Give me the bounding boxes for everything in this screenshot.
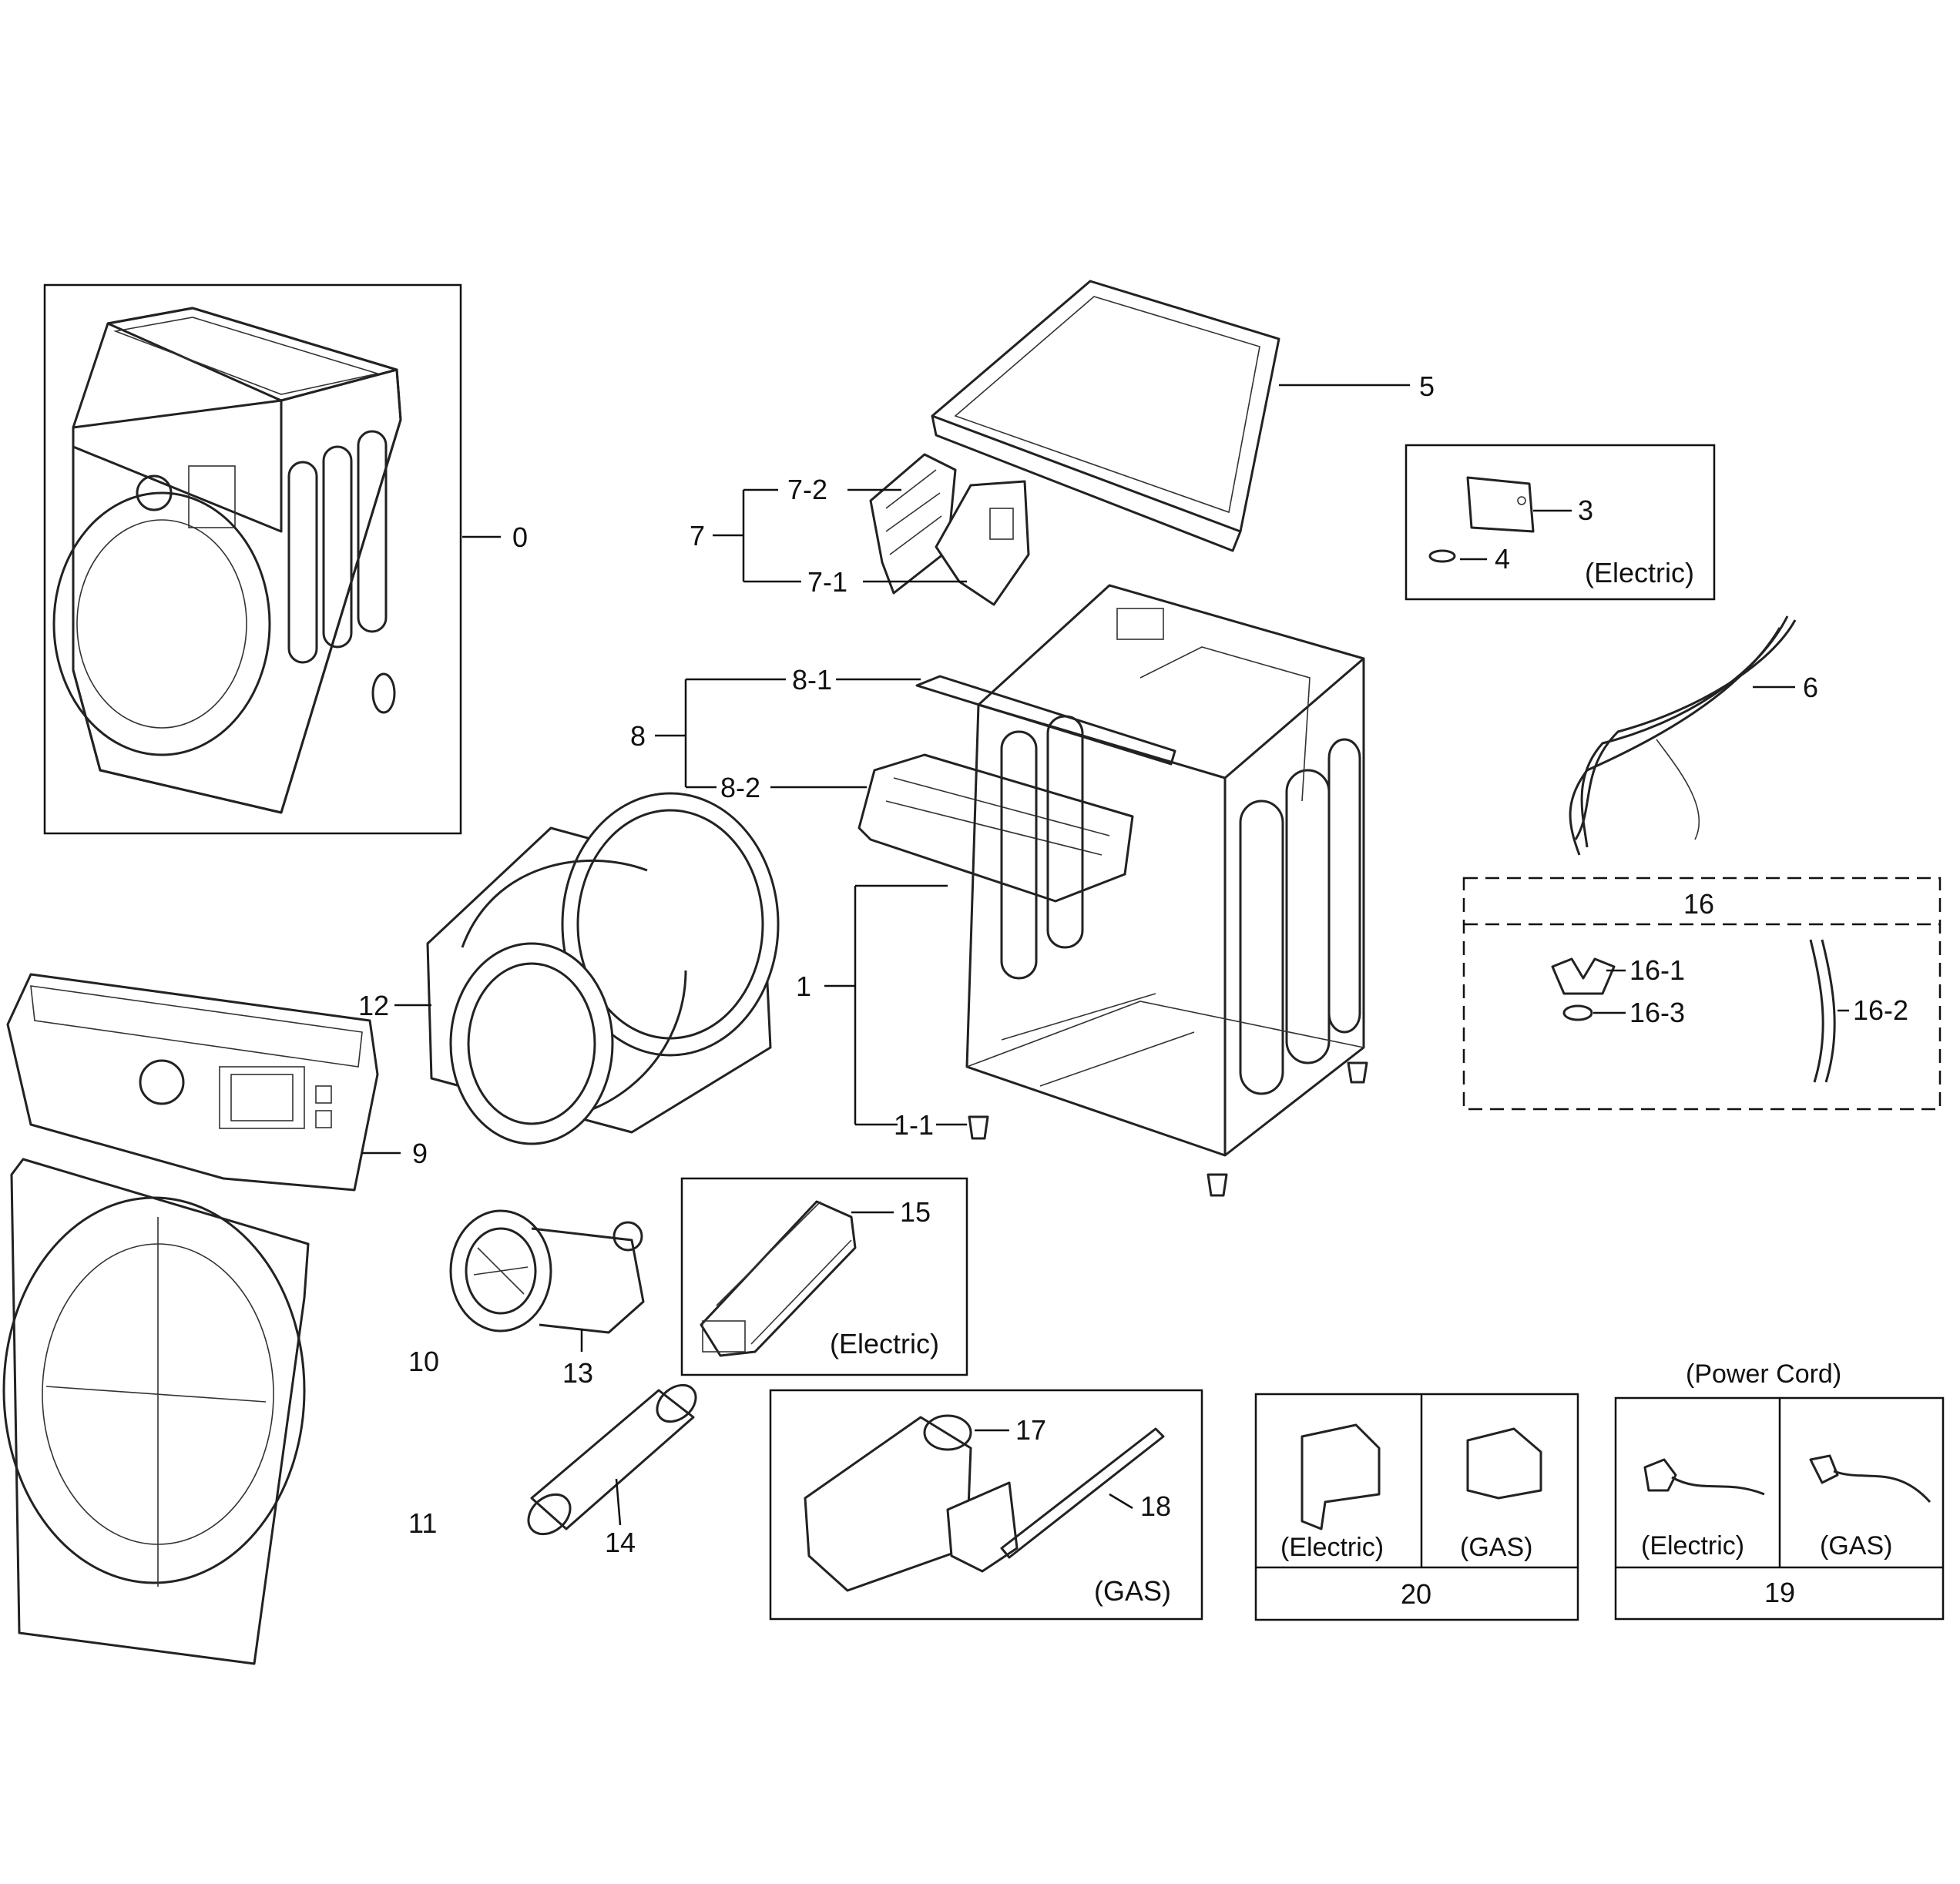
part-label-18: 18 xyxy=(1140,1490,1171,1522)
part-label-1-1: 1-1 xyxy=(894,1109,934,1141)
heater-drawing xyxy=(700,1200,857,1357)
part-label-11: 11 xyxy=(408,1507,437,1539)
part-label-8: 8 xyxy=(630,720,646,752)
part-label-8-2: 8-2 xyxy=(720,772,760,803)
blower-housing-drawing xyxy=(449,1209,645,1334)
part-label-7: 7 xyxy=(690,520,705,551)
note-cord-gas: (GAS) xyxy=(1820,1531,1892,1561)
part-label-7-1: 7-1 xyxy=(807,566,847,598)
part-label-16-3: 16-3 xyxy=(1629,997,1685,1028)
part-label-16-1: 16-1 xyxy=(1629,954,1685,986)
support-bar-drawing xyxy=(858,675,1176,903)
part-label-15: 15 xyxy=(900,1196,931,1228)
controller-board-drawing xyxy=(1428,476,1535,563)
part-label-12: 12 xyxy=(358,990,389,1021)
note-electric-heater: (Electric) xyxy=(830,1328,939,1359)
cabinet-drawing xyxy=(965,584,1365,1157)
part-label-20: 20 xyxy=(1401,1578,1431,1610)
part-label-16: 16 xyxy=(1683,888,1714,920)
gas-burner-drawing xyxy=(804,1414,1165,1592)
note-electric-controller: (Electric) xyxy=(1585,557,1694,588)
note-bracket-gas: (GAS) xyxy=(1460,1533,1532,1562)
box-electric-controller xyxy=(1405,444,1716,601)
complete-dryer-drawing xyxy=(52,307,402,814)
note-gas-burner: (GAS) xyxy=(1094,1575,1171,1607)
water-fittings-drawing xyxy=(1551,939,1836,1083)
top-cover-drawing xyxy=(931,280,1280,552)
part-label-4: 4 xyxy=(1495,543,1510,575)
part-label-7-2: 7-2 xyxy=(787,474,827,505)
bracket-drawing xyxy=(1301,1423,1542,1530)
drum-drawing xyxy=(426,792,780,1145)
part-label-19: 19 xyxy=(1764,1577,1795,1608)
leveling-foot-drawing xyxy=(968,1061,1368,1197)
note-cord-electric: (Electric) xyxy=(1641,1531,1744,1561)
exhaust-duct-drawing xyxy=(527,1383,697,1536)
part-label-16-2: 16-2 xyxy=(1853,994,1908,1026)
control-panel-drawing xyxy=(6,973,379,1192)
power-cord-drawing xyxy=(1643,1454,1931,1504)
part-label-14: 14 xyxy=(605,1527,636,1558)
part-label-3: 3 xyxy=(1578,494,1593,526)
part-label-5: 5 xyxy=(1419,370,1435,402)
box-electric-heater xyxy=(680,1177,968,1376)
box-gas-burner xyxy=(769,1389,1203,1621)
part-label-0: 0 xyxy=(512,521,528,553)
box-water-supply-kit xyxy=(1462,877,1942,1111)
part-label-13: 13 xyxy=(562,1357,593,1389)
note-bracket-electric: (Electric) xyxy=(1280,1533,1384,1562)
wire-harness-drawing xyxy=(1569,615,1797,856)
part-label-9: 9 xyxy=(412,1138,428,1169)
part-label-10: 10 xyxy=(408,1346,439,1377)
part-label-8-1: 8-1 xyxy=(792,664,832,696)
note-power-cord-title: (Power Cord) xyxy=(1686,1359,1841,1389)
box-bracket-kit xyxy=(1254,1393,1579,1621)
box-complete-unit xyxy=(43,283,462,835)
front-panel-drawing xyxy=(2,1158,310,1665)
part-label-17: 17 xyxy=(1015,1414,1046,1446)
part-label-1: 1 xyxy=(796,970,811,1002)
part-label-6: 6 xyxy=(1803,672,1818,703)
